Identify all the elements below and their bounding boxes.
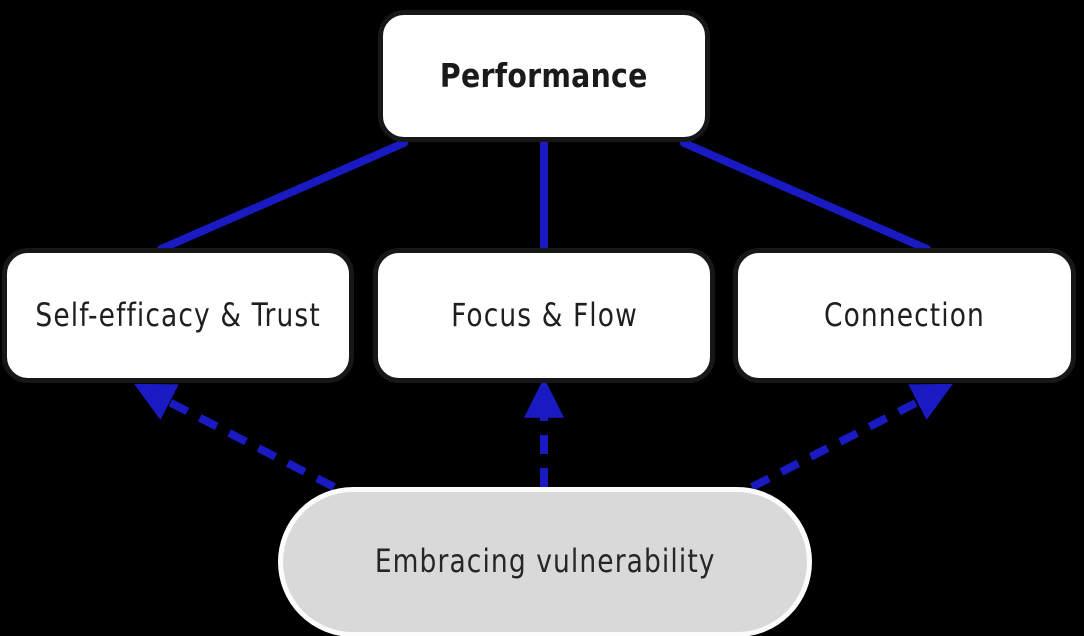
node-connection-label: Connection xyxy=(824,295,985,334)
node-focus-flow-label: Focus & Flow xyxy=(450,295,638,334)
node-embracing-vulnerability[interactable]: Embracing vulnerability xyxy=(278,487,812,636)
node-self-efficacy-trust-label: Self-efficacy & Trust xyxy=(35,295,321,334)
edge-vulnerability-to-self-efficacy xyxy=(134,383,336,491)
node-self-efficacy-trust[interactable]: Self-efficacy & Trust xyxy=(2,248,354,383)
node-focus-flow[interactable]: Focus & Flow xyxy=(373,248,715,383)
node-performance-label: Performance xyxy=(440,55,648,95)
edge-vulnerability-to-connection xyxy=(750,383,953,491)
node-connection[interactable]: Connection xyxy=(733,248,1076,383)
edge-performance-to-connection xyxy=(680,139,931,253)
edge-performance-to-self-efficacy xyxy=(157,139,408,253)
node-performance[interactable]: Performance xyxy=(378,10,710,142)
node-embracing-vulnerability-label: Embracing vulnerability xyxy=(374,542,716,581)
